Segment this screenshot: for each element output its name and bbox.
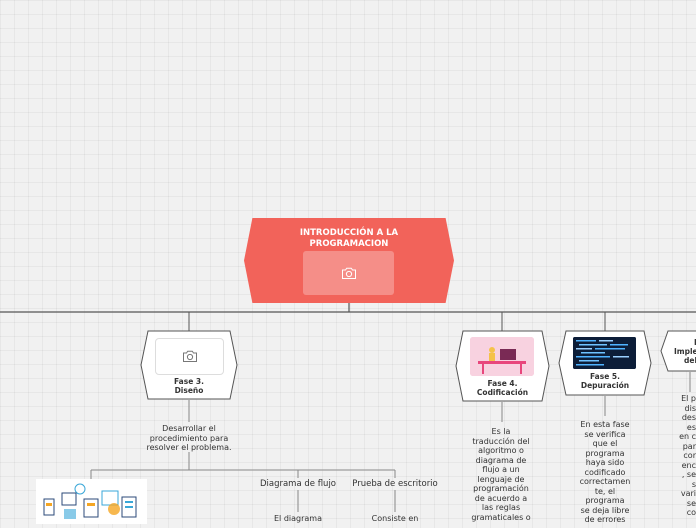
subtopic-prueba-de-escritorio[interactable]: Prueba de escritorio [352,479,438,489]
phase6-title: F Imple del [674,338,696,365]
phase3-description[interactable]: Desarrollar el procedimiento para resolv… [146,424,232,452]
phase3-illustration[interactable] [36,479,147,524]
code-screen-image [573,337,636,369]
phase6-description[interactable]: El p dis des es en c par cor enc , se s … [679,394,696,517]
phase4-node[interactable]: Fase 4. Codificación [455,330,550,402]
phase3-image-placeholder[interactable] [155,338,224,375]
phase4-image[interactable] [470,337,534,376]
phase4-description[interactable]: Es la traducción del algoritmo o diagram… [471,427,531,522]
phase5-image[interactable] [573,337,636,369]
prueba-de-escritorio-text[interactable]: Consiste en [371,514,419,523]
phase3-title: Fase 3. Diseño [174,377,204,395]
camera-icon [341,267,356,279]
camera-icon [182,350,197,362]
phase6-frame [660,330,696,372]
root-topic[interactable]: INTRODUCCIÓN A LA PROGRAMACION [244,218,454,303]
coding-desk-image [470,337,534,376]
root-image-placeholder[interactable] [303,251,394,295]
phase5-title: Fase 5. Depuración [580,372,630,390]
phase4-title: Fase 4. Codificación [476,379,529,397]
root-title: INTRODUCCIÓN A LA PROGRAMACION [299,228,399,249]
phase5-node[interactable]: Fase 5. Depuración [558,330,652,396]
design-icons-image [43,483,137,519]
subtopic-diagrama-de-flujo[interactable]: Diagrama de flujo [259,479,337,489]
phase3-node[interactable]: Fase 3. Diseño [140,330,238,400]
phase5-description[interactable]: En esta fase se verifica que el programa… [579,420,631,524]
phase6-node[interactable]: F Imple del [660,330,696,372]
diagrama-de-flujo-text[interactable]: El diagrama [274,514,322,523]
